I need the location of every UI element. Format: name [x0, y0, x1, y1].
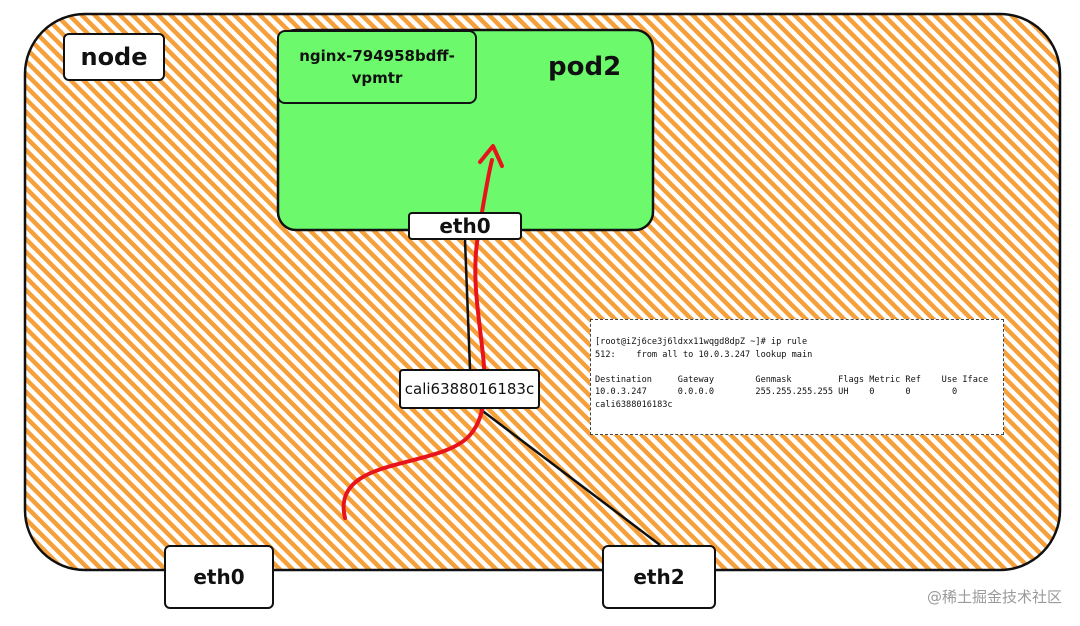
terminal-line: 512: from all to 10.0.3.247 lookup main [595, 349, 813, 360]
terminal-line: cali6388016183c [595, 399, 673, 410]
pod-name-label: nginx-794958bdff-vpmtr [277, 30, 477, 104]
link-pod-eth0-to-cali [463, 239, 472, 370]
terminal-line: Destination Gateway Genmask Flags Metric… [595, 374, 989, 385]
pod-title: pod2 [548, 52, 622, 82]
traffic-arrow-head [478, 144, 504, 168]
terminal-line [595, 361, 999, 374]
terminal-output: [root@iZj6ce3j6ldxx11wqgd8dpZ ~]# ip rul… [590, 319, 1004, 435]
cali-veth-interface: cali6388016183c [399, 369, 540, 409]
host-eth2-interface: eth2 [602, 545, 716, 609]
host-eth0-interface: eth0 [164, 545, 274, 609]
pod-eth0-interface: eth0 [408, 212, 522, 240]
node-label: node [63, 33, 165, 81]
terminal-line: [root@iZj6ce3j6ldxx11wqgd8dpZ ~]# ip rul… [595, 337, 808, 347]
terminal-line: 10.0.3.247 0.0.0.0 255.255.255.255 UH 0 … [595, 387, 958, 397]
watermark: @稀土掘金技术社区 [926, 588, 1062, 606]
link-cali-to-host-eth2 [479, 408, 661, 546]
